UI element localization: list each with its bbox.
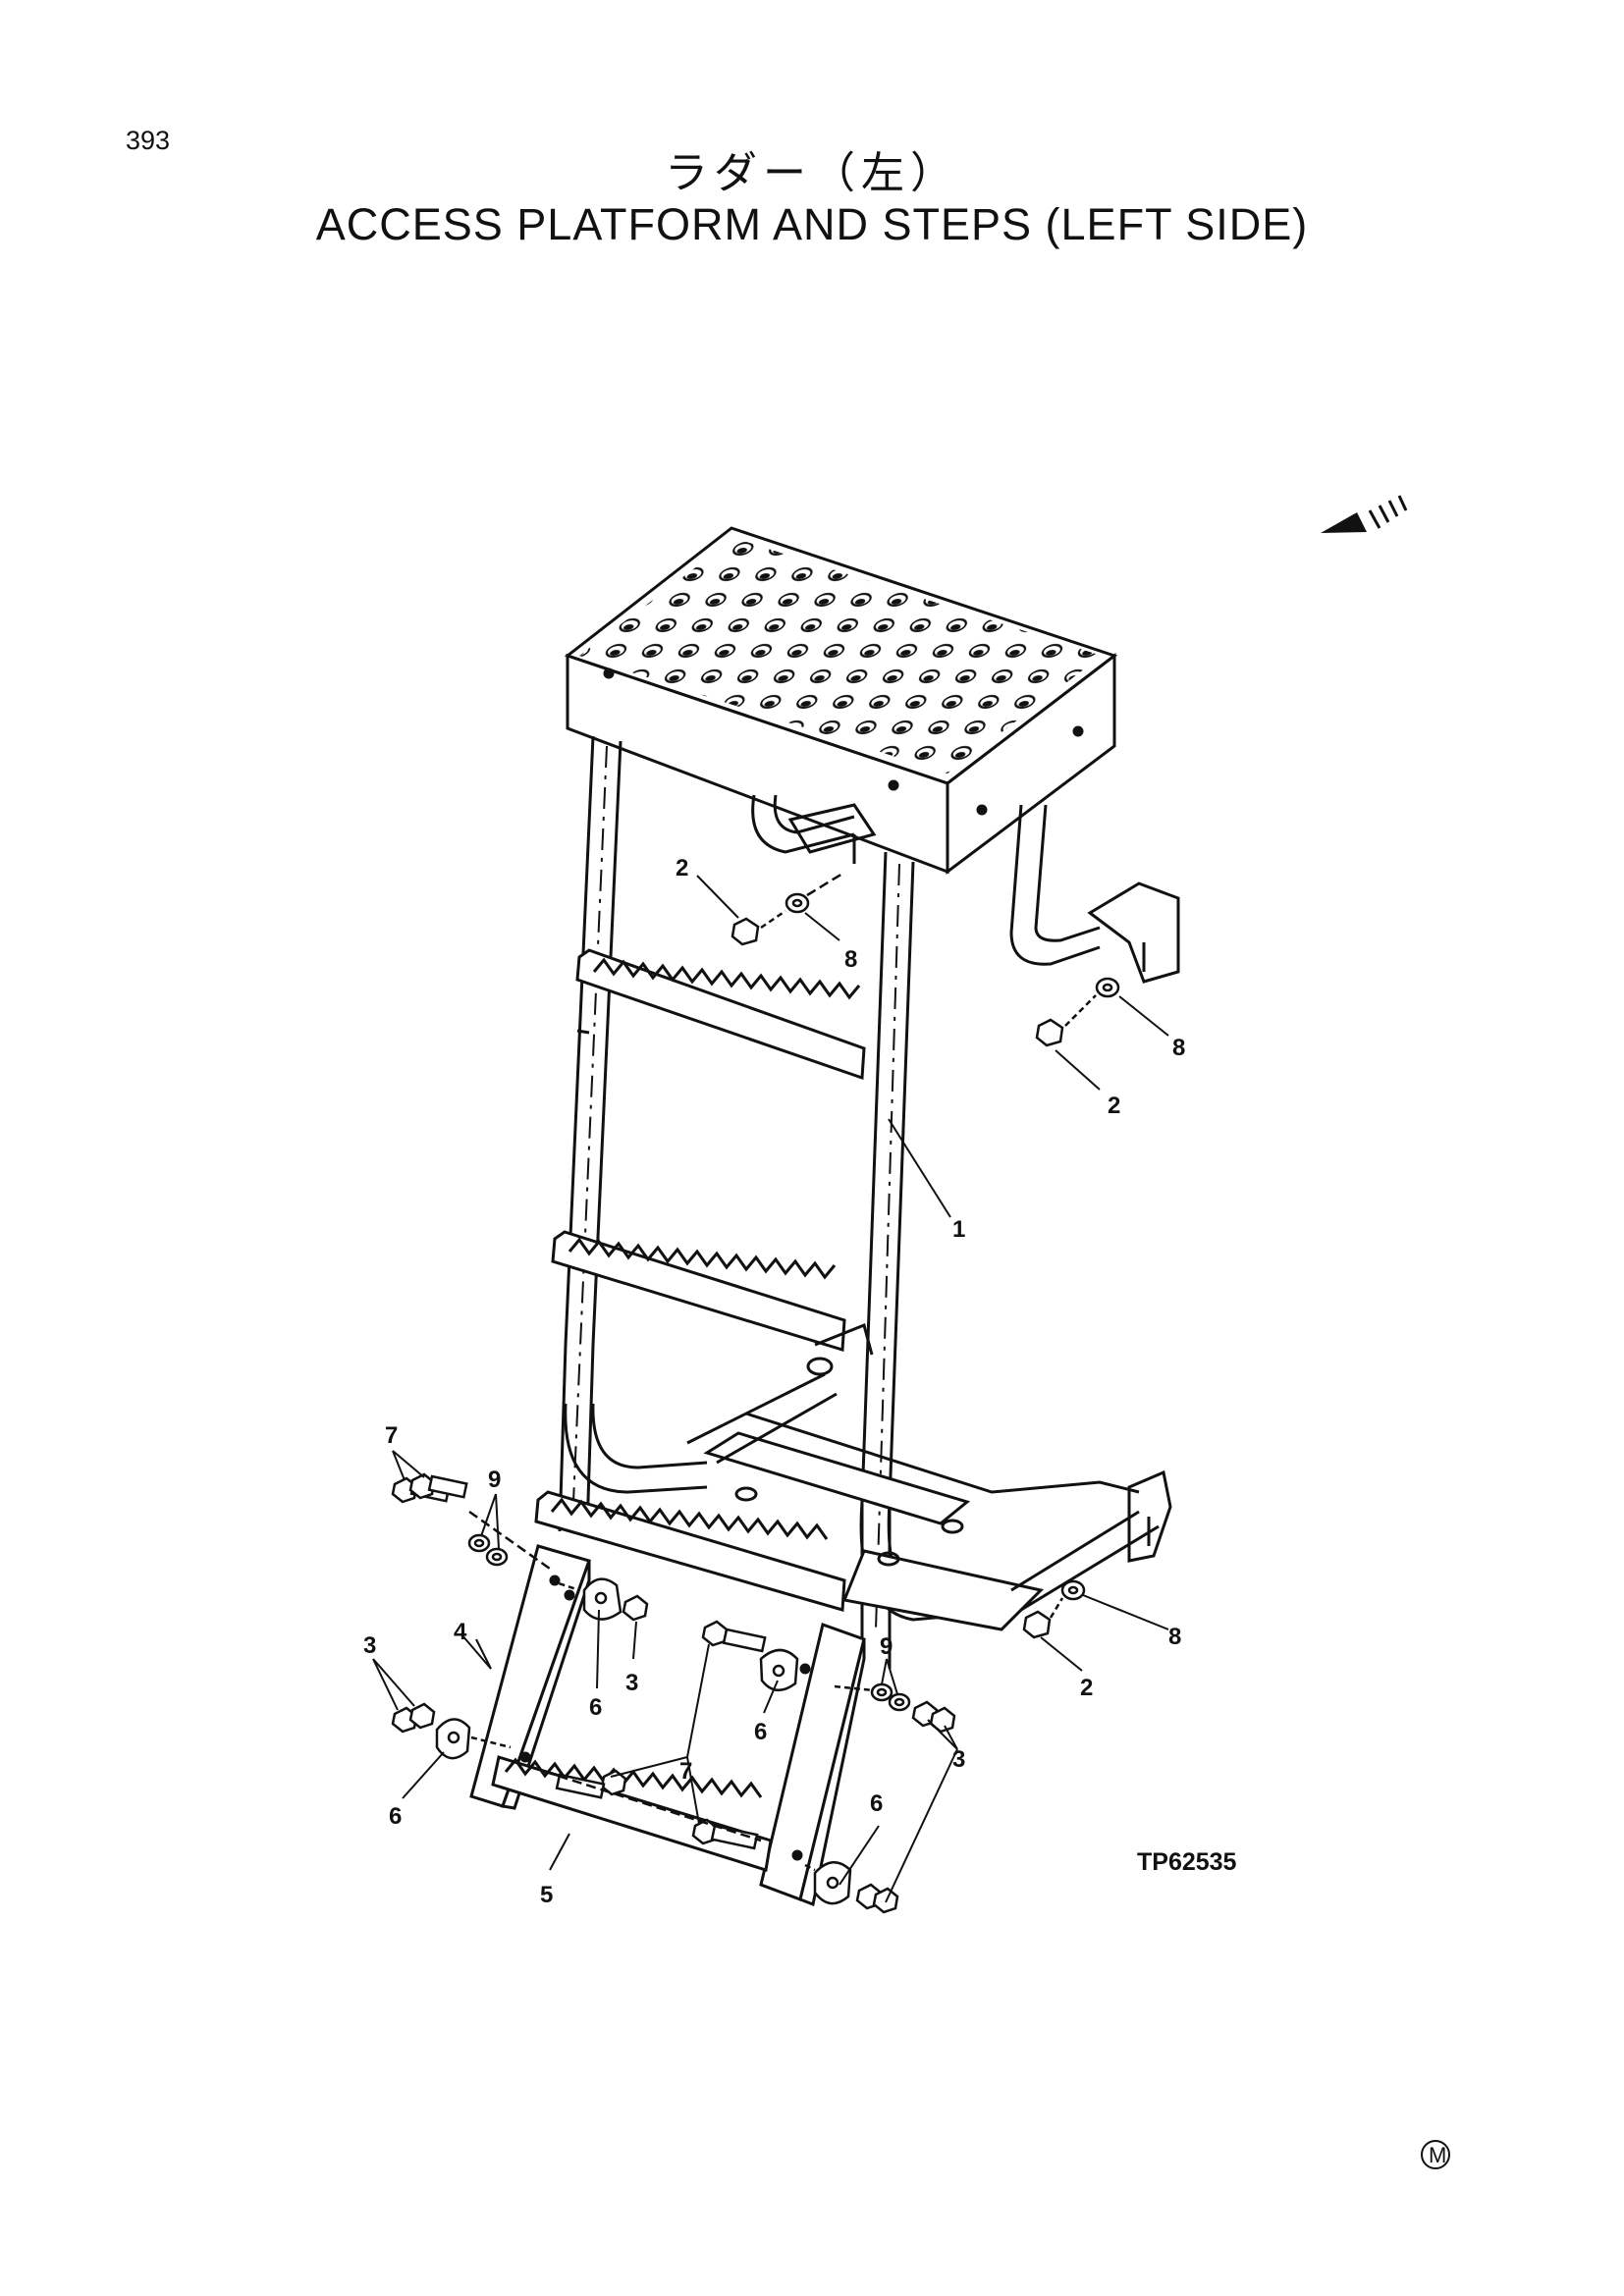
callout-leaders [372,875,1169,1903]
callout-3: 3 [952,1746,965,1773]
callout-1: 1 [952,1216,965,1243]
callout-2: 2 [1080,1675,1093,1701]
title-japanese: ラダー（左） [665,148,959,198]
callout-5: 5 [540,1882,553,1908]
drawing-number: TP62535 [1137,1848,1237,1876]
callout-2: 2 [1108,1093,1120,1119]
callout-labels: 1 2 2 2 3 3 3 4 5 6 6 6 6 7 7 8 8 8 9 9 [363,855,1185,1908]
ladder-step-1 [575,948,866,1081]
ladder-step-3 [534,1490,846,1612]
callout-8: 8 [1168,1624,1181,1650]
svg-text:M: M [1429,2143,1446,2167]
page-number: 393 [126,126,171,155]
hardware-fasteners [391,872,1120,1914]
callout-7: 7 [679,1758,692,1785]
callout-8: 8 [844,946,857,973]
title-english: ACCESS PLATFORM AND STEPS (LEFT SIDE) [315,199,1309,249]
callout-6: 6 [870,1790,883,1817]
callout-8: 8 [1172,1035,1185,1061]
front-direction-arrow-icon [1321,495,1408,533]
callout-6: 6 [754,1719,767,1745]
callout-9: 9 [880,1633,893,1660]
callout-3: 3 [625,1670,638,1696]
lower-mounting-frame [686,1322,1172,1631]
callout-4: 4 [454,1619,467,1645]
callout-2: 2 [676,855,688,881]
callout-3: 3 [363,1632,376,1659]
circled-m-mark: M [1421,2140,1450,2169]
callout-6: 6 [389,1803,402,1830]
callout-7: 7 [385,1422,398,1449]
callout-6: 6 [589,1694,602,1721]
callout-9: 9 [488,1467,501,1493]
